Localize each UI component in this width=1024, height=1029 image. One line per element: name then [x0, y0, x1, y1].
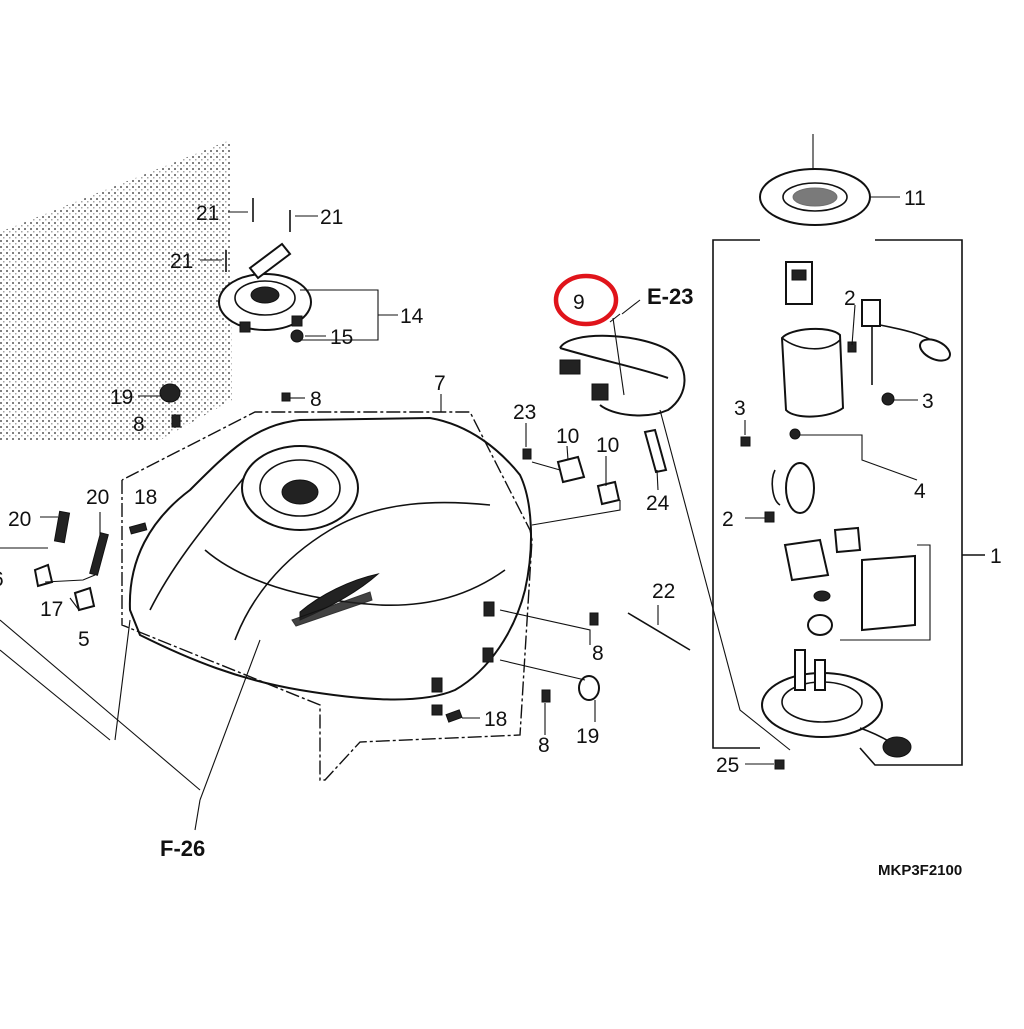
- callout-2: 2: [722, 508, 734, 531]
- fuel-cap-assembly: [218, 198, 312, 343]
- tank-bracket: [121, 411, 533, 781]
- callout-17: 17: [40, 598, 63, 621]
- callout-15: 15: [330, 326, 353, 349]
- callout-20: 20: [8, 508, 31, 531]
- callout-19: 19: [110, 386, 133, 409]
- callout-8: 8: [592, 642, 604, 665]
- callout-8: 8: [310, 388, 322, 411]
- callout-10: 10: [596, 434, 619, 457]
- leader-lines: [0, 134, 931, 831]
- callout-21: 21: [170, 250, 193, 273]
- diagram-code: MKP3F2100: [878, 862, 962, 879]
- reference-f26: F-26: [160, 836, 205, 861]
- callout-20: 20: [86, 486, 109, 509]
- frame-dotted-area: [0, 140, 232, 440]
- callout-7: 7: [434, 372, 446, 395]
- center-small-parts: [445, 428, 691, 723]
- callout-24: 24: [646, 492, 670, 515]
- callout-labels: 21 21 21 14 15 19 8 8 7 9 E-23 23 10 10 …: [0, 187, 1002, 879]
- callout-1: 1: [990, 545, 1002, 568]
- callout-8: 8: [133, 413, 145, 436]
- callout-3: 3: [734, 397, 746, 420]
- fuel-pump-assembly: [740, 168, 951, 770]
- callout-14: 14: [400, 305, 424, 328]
- callout-2: 2: [844, 287, 856, 310]
- callout-22: 22: [652, 580, 675, 603]
- callout-9: 9: [573, 291, 585, 314]
- callout-4: 4: [914, 480, 926, 503]
- callout-3: 3: [922, 390, 934, 413]
- callout-19: 19: [576, 725, 599, 748]
- fuel-tank: [128, 416, 532, 716]
- callout-25: 25: [716, 754, 739, 777]
- callout-21: 21: [196, 202, 219, 225]
- callout-23: 23: [513, 401, 536, 424]
- highlight-circle: [553, 273, 619, 327]
- reference-e23: E-23: [647, 284, 693, 309]
- pump-bracket: [712, 239, 760, 749]
- fuel-hose-assembly: [559, 317, 686, 417]
- callout-8: 8: [538, 734, 550, 757]
- callout-21: 21: [320, 206, 343, 229]
- callout-18: 18: [134, 486, 157, 509]
- callout-11: 11: [904, 187, 926, 210]
- callout-6: 6: [0, 568, 4, 591]
- callout-10: 10: [556, 425, 579, 448]
- callout-18: 18: [484, 708, 507, 731]
- callout-5: 5: [78, 628, 90, 651]
